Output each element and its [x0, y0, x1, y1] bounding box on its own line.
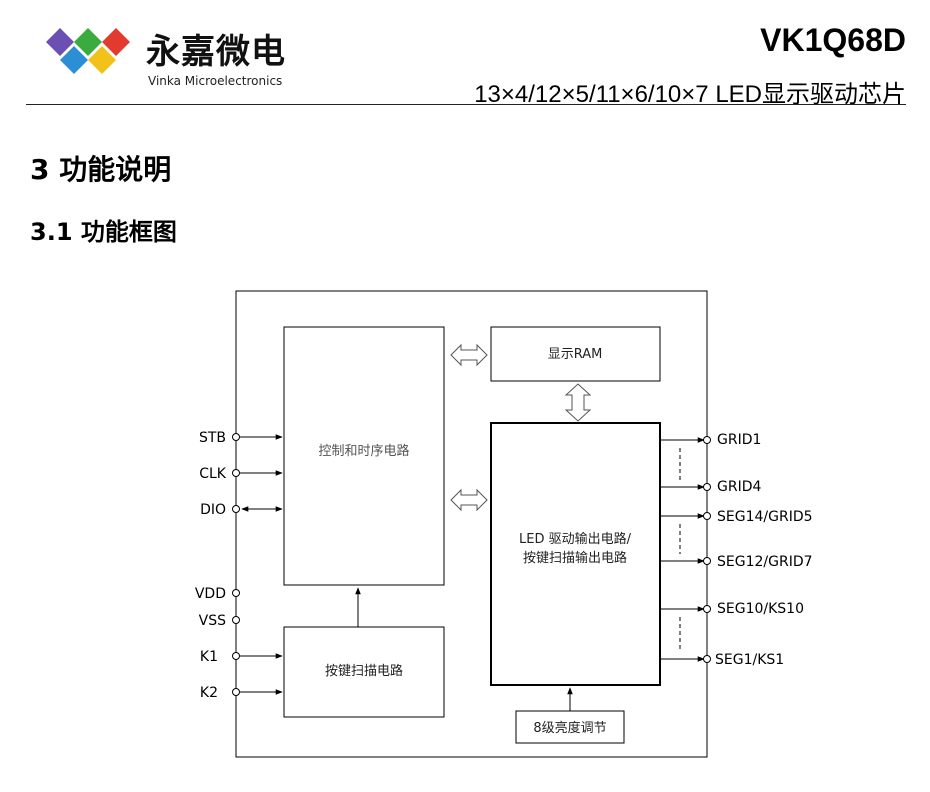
pin-seg14-grid5: SEG14/GRID5 [660, 509, 813, 525]
pin-seg12-label: SEG12/GRID7 [717, 554, 813, 570]
chip-outline [235, 290, 708, 758]
section-subheading: 3.1 功能框图 [30, 218, 177, 246]
pin-dio-label: DIO [200, 502, 226, 518]
company-english-name: Vinka Microelectronics [148, 74, 283, 88]
company-logo [26, 24, 286, 94]
pin-grid1-terminal [703, 436, 711, 444]
logo-green-diamond [74, 28, 102, 56]
pin-stb-label: STB [199, 430, 226, 446]
pin-seg12-grid7: SEG12/GRID7 [660, 554, 813, 570]
control-timing-block [283, 326, 445, 586]
product-subtitle: 13×4/12×5/11×6/10×7 LED显示驱动芯片 [474, 81, 906, 108]
pin-clk-terminal [232, 469, 240, 477]
logo-red-diamond [102, 28, 130, 56]
pin-vdd-label: VDD [195, 586, 226, 602]
brightness-block [515, 710, 625, 744]
ram-driver-bus-arrow [564, 383, 592, 422]
pin-seg1-terminal [703, 655, 711, 663]
pin-k1: K1 [200, 649, 283, 665]
control-timing-label: 控制和时序电路 [318, 443, 409, 459]
pin-dio: DIO [200, 502, 283, 518]
pin-seg14-label: SEG14/GRID5 [717, 509, 813, 525]
pin-k2-terminal [232, 688, 240, 696]
pin-grid4-terminal [703, 483, 711, 491]
pin-k2-label: K2 [200, 685, 218, 701]
header-divider [26, 104, 906, 105]
pin-grid1-label: GRID1 [717, 432, 761, 448]
led-driver-block [490, 422, 661, 686]
company-name: 永嘉微电 [146, 32, 286, 72]
pin-seg1-ks1: SEG1/KS1 [660, 652, 784, 668]
part-number: VK1Q68D [760, 22, 906, 58]
logo-blue-diamond [60, 46, 88, 74]
pin-seg10-label: SEG10/KS10 [717, 601, 804, 617]
display-ram-label: 显示RAM [548, 347, 603, 362]
logo-yellow-diamond [88, 46, 116, 74]
pin-grid1: GRID1 [660, 432, 761, 448]
control-driver-bus-arrow [450, 488, 488, 512]
logo-diamonds-icon [46, 28, 130, 74]
pin-seg10-ks10: SEG10/KS10 [660, 601, 804, 617]
keyscan-block [283, 626, 445, 718]
pin-vss-label: VSS [199, 613, 226, 629]
brightness-label: 8级亮度调节 [533, 720, 606, 736]
pin-stb: STB [199, 430, 283, 446]
pin-seg12-terminal [703, 557, 711, 565]
pin-seg14-terminal [703, 512, 711, 520]
section-heading: 3 功能说明 [30, 153, 172, 186]
pin-k2: K2 [200, 685, 283, 701]
pin-seg1-label: SEG1/KS1 [715, 652, 784, 668]
display-ram-block [490, 326, 661, 382]
pin-vdd: VDD [195, 586, 240, 602]
pin-dio-terminal [232, 505, 240, 513]
pin-k1-label: K1 [200, 649, 218, 665]
led-driver-label-line2: 按键扫描输出电路 [523, 550, 627, 566]
pin-clk-label: CLK [199, 466, 227, 482]
pin-grid4-label: GRID4 [717, 479, 761, 495]
pin-stb-terminal [232, 433, 240, 441]
control-ram-bus-arrow [450, 343, 488, 367]
pin-seg10-terminal [703, 605, 711, 613]
logo-purple-diamond [46, 28, 74, 56]
pin-clk: CLK [199, 466, 283, 482]
pin-k1-terminal [232, 652, 240, 660]
pin-vss-terminal [232, 616, 240, 624]
pin-grid4: GRID4 [660, 479, 761, 495]
led-driver-label-line1: LED 驱动输出电路/ [519, 531, 632, 547]
pin-vss: VSS [199, 613, 240, 629]
pin-vdd-terminal [232, 589, 240, 597]
keyscan-label: 按键扫描电路 [325, 663, 403, 679]
